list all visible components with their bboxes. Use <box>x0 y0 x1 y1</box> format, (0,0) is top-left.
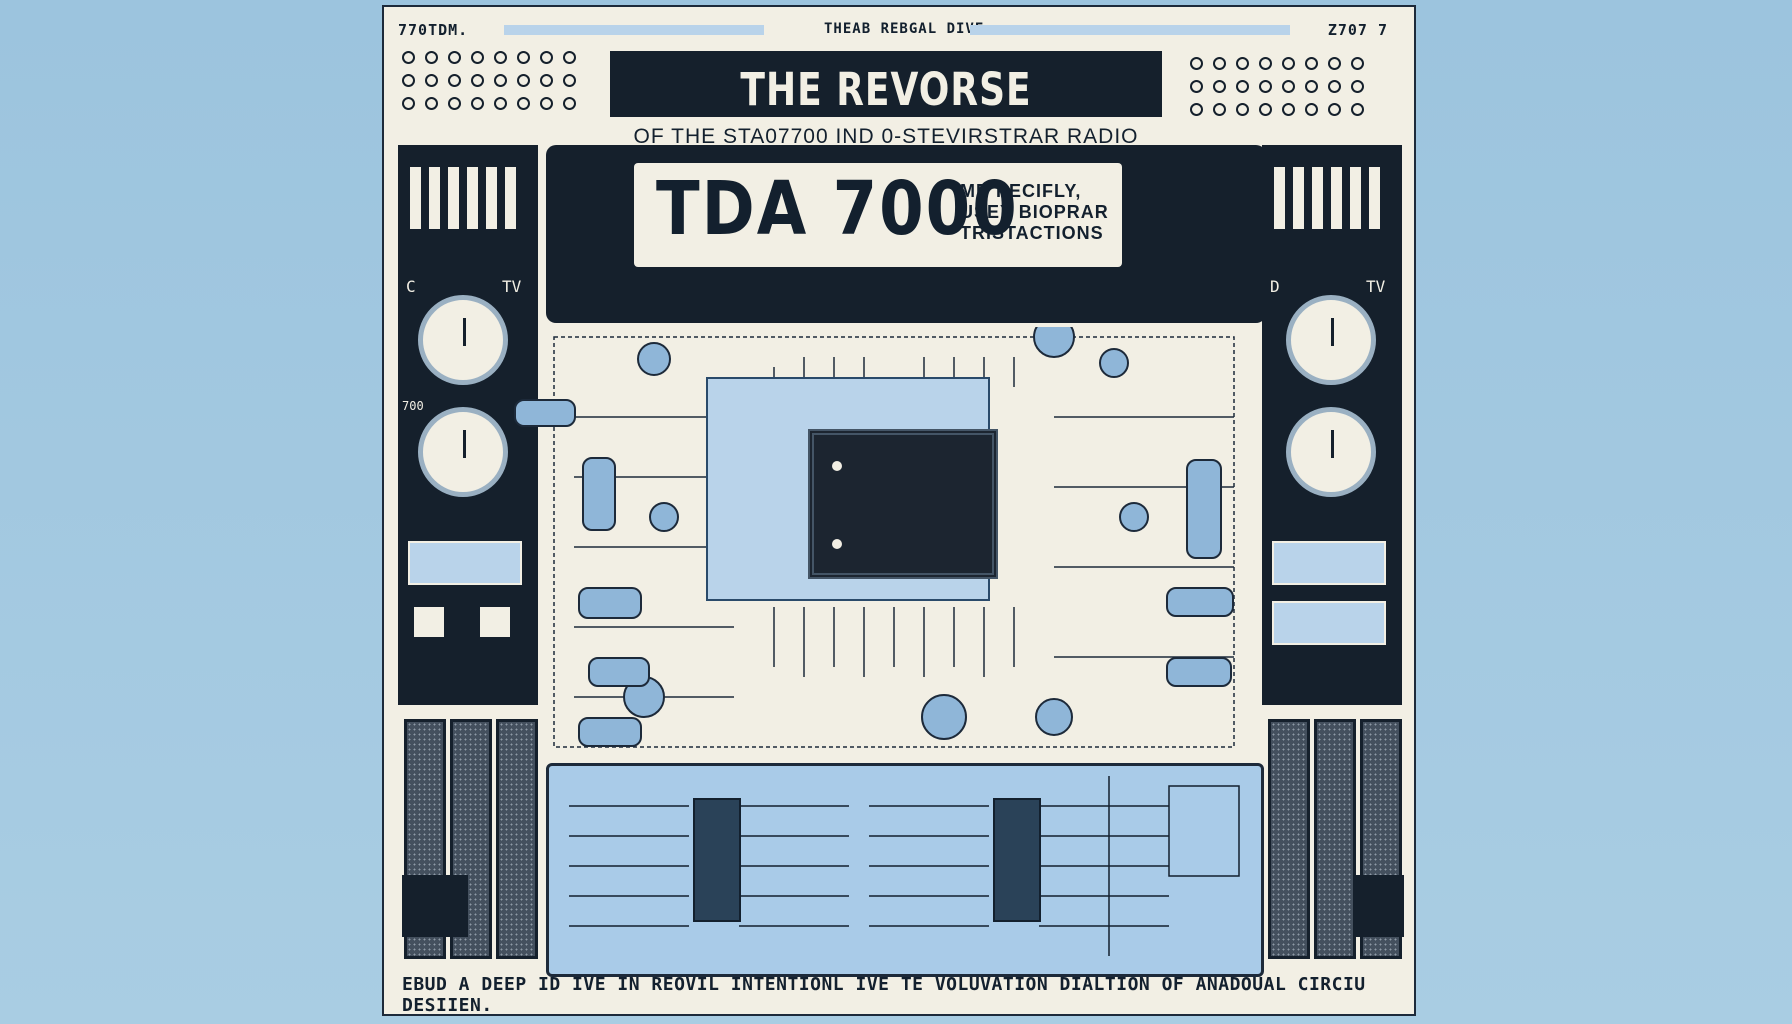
main-chip <box>808 429 998 579</box>
chip-pin-marker-2 <box>832 539 842 549</box>
capacitor-5 <box>578 717 642 747</box>
left-gauge-label-c: C <box>406 277 416 296</box>
speaker-box-right <box>1354 875 1404 937</box>
left-instrument-column: C TV 700 <box>398 145 538 705</box>
schematic-lines <box>569 776 1240 956</box>
chip-name-box: TDA 7000 MD PECIFLY, USEY BIOPRAR TRISTA… <box>634 163 1122 267</box>
capacitor-3 <box>578 587 642 619</box>
chip-subtitle: MD PECIFLY, USEY BIOPRAR TRISTACTIONS <box>960 181 1109 243</box>
right-gauge-top <box>1286 295 1376 385</box>
top-left-label: 770TDM. <box>398 21 469 39</box>
left-module-1 <box>414 607 444 637</box>
schematic-ic-left <box>693 798 741 922</box>
speaker-grille-3 <box>496 719 538 959</box>
right-instrument-column: D TV <box>1262 145 1402 705</box>
top-stripe-left <box>504 25 764 35</box>
poster: 770TDM. THEAB REBGAL DIVE Z707 7 THE REV… <box>382 5 1416 1016</box>
capacitor-1 <box>514 399 576 427</box>
dot-grid-left <box>402 51 576 110</box>
top-middle-label: THEAB REBGAL DIVE <box>824 21 985 37</box>
bottom-schematic <box>546 763 1264 977</box>
chip-name: TDA 7000 <box>656 167 1019 253</box>
left-gauge-label-700: 700 <box>402 399 424 413</box>
right-gauge-label-tv: TV <box>1366 277 1386 296</box>
chip-pin-marker <box>832 461 842 471</box>
left-resistor-row <box>410 167 516 229</box>
left-gauge-bottom <box>418 407 508 497</box>
circuit-wires <box>553 327 1235 748</box>
capacitor-4 <box>588 657 650 687</box>
right-gauge-bottom <box>1286 407 1376 497</box>
right-meter-block-2 <box>1272 601 1386 645</box>
top-right-label: Z707 7 <box>1327 21 1388 39</box>
speaker-grille-4 <box>1268 719 1310 959</box>
top-stripe-right <box>970 25 1290 35</box>
capacitor-2 <box>582 457 616 531</box>
capacitor-6 <box>1186 459 1222 559</box>
schematic-ic-right <box>993 798 1041 922</box>
footer-caption: EBUD A DEEP ID IVE IN REOVIL INTENTIONL … <box>402 974 1366 1016</box>
speaker-grille-5 <box>1314 719 1356 959</box>
dot-grid-right <box>1190 57 1364 116</box>
right-gauge-label-d: D <box>1270 277 1280 296</box>
capacitor-8 <box>1166 657 1232 687</box>
left-gauge-top <box>418 295 508 385</box>
right-resistor-row <box>1274 167 1380 229</box>
left-module-2 <box>480 607 510 637</box>
speaker-box-left <box>402 875 468 937</box>
right-meter-block-1 <box>1272 541 1386 585</box>
capacitor-7 <box>1166 587 1234 617</box>
left-gauge-label-tv: TV <box>502 277 522 296</box>
left-meter-block <box>408 541 522 585</box>
top-bar: 770TDM. THEAB REBGAL DIVE Z707 7 <box>384 7 1414 51</box>
